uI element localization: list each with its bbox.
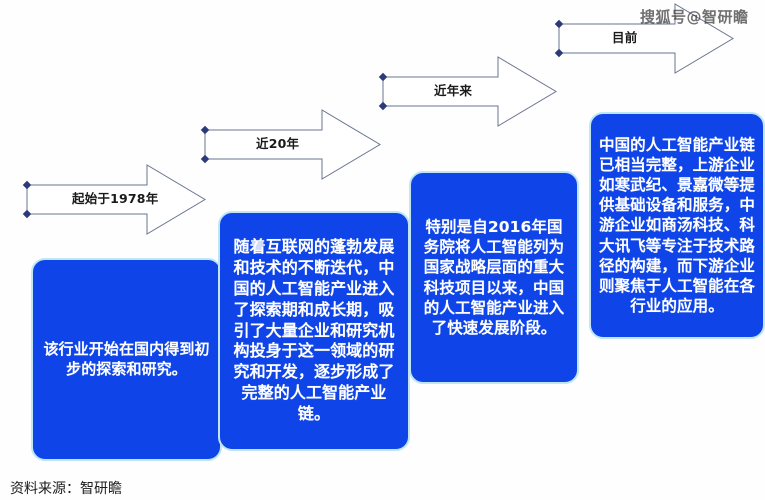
stage-content-text-1: 该行业开始在国内得到初步的探索和研究。 xyxy=(43,340,210,378)
arrow-2-marker-top xyxy=(200,125,210,135)
arrow-3-marker-bottom xyxy=(378,101,388,111)
stage-content-box-4[interactable]: 中国的人工智能产业链已相当完整，上游企业如寒武纪、景嘉微等提供基础设备和服务，中… xyxy=(589,112,765,339)
stage-content-text-3: 特别是自2016年国务院将人工智能列为国家战略层面的重大科技项目以来，中国的人工… xyxy=(423,218,565,337)
stage-arrow-label-4: 目前 xyxy=(612,30,638,45)
stage-content-text-4: 中国的人工智能产业链已相当完整，上游企业如寒武纪、景嘉微等提供基础设备和服务，中… xyxy=(598,135,755,315)
stage-content-box-2[interactable]: 随着互联网的蓬勃发展和技术的不断迭代，中国的人工智能产业进入了探索期和成长期，吸… xyxy=(218,211,410,451)
watermark-text: 搜狐号@智研瞻 xyxy=(640,8,749,26)
arrow-4-marker-bottom xyxy=(554,48,564,58)
arrow-1-marker-top xyxy=(22,180,32,190)
stage-arrow-label-3: 近年来 xyxy=(434,83,473,98)
source-note: 资料来源：智研瞻 xyxy=(10,481,122,497)
arrow-1-marker-bottom xyxy=(22,209,32,219)
stage-arrow-label-1: 起始于1978年 xyxy=(72,191,159,206)
arrow-4-marker-top xyxy=(554,19,564,29)
stage-arrow-label-2: 近20年 xyxy=(256,136,300,151)
arrow-2-marker-bottom xyxy=(200,154,210,164)
arrow-3-marker-top xyxy=(378,72,388,82)
stage-content-text-2: 随着互联网的蓬勃发展和技术的不断迭代，中国的人工智能产业进入了探索期和成长期，吸… xyxy=(233,237,395,423)
stage-content-box-1[interactable]: 该行业开始在国内得到初步的探索和研究。 xyxy=(31,258,222,461)
stage-content-box-3[interactable]: 特别是自2016年国务院将人工智能列为国家战略层面的重大科技项目以来，中国的人工… xyxy=(409,171,579,384)
